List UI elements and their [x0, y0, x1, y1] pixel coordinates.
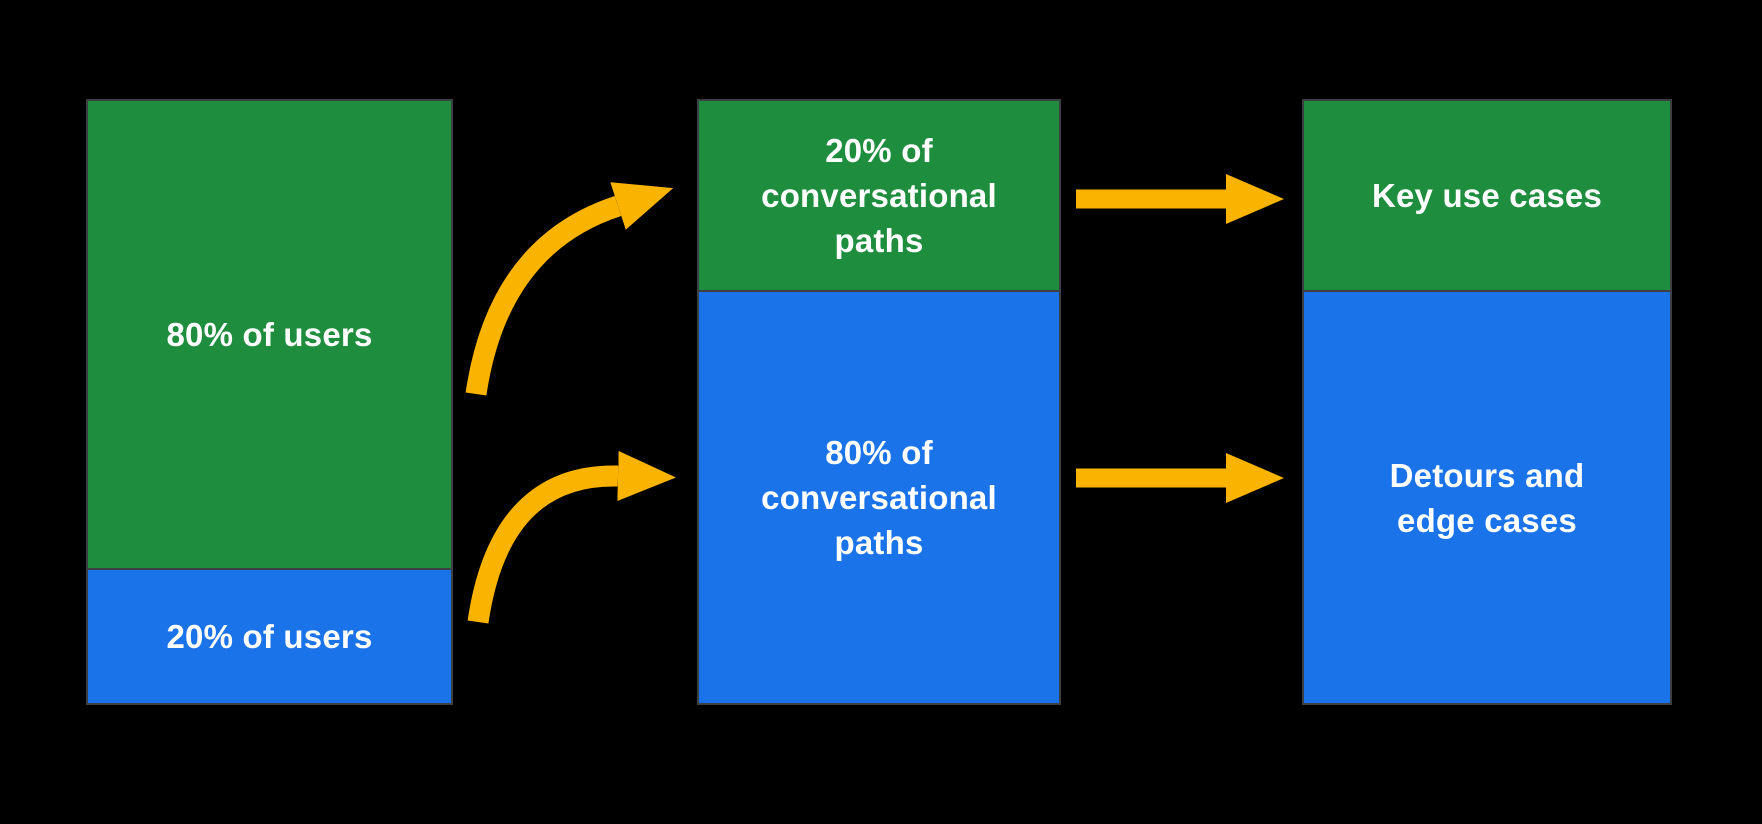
segment-label: 20% of users	[166, 618, 373, 655]
bar-outcomes: Key use cases Detours and edge cases	[1302, 99, 1672, 705]
bar-conversational-paths: 20% of conversational paths 80% of conve…	[697, 99, 1061, 705]
segment-label: 80% of users	[166, 316, 373, 353]
segment-detours-edge-cases: Detours and edge cases	[1304, 290, 1670, 703]
segment-users-majority: 80% of users	[88, 101, 451, 568]
segment-label: Detours and edge cases	[1389, 456, 1585, 539]
curved-arrow-bottom-icon	[467, 451, 676, 624]
segment-label: Key use cases	[1371, 177, 1603, 214]
segment-paths-minority: 20% of conversational paths	[699, 101, 1059, 290]
segment-label: 20% of conversational paths	[761, 132, 997, 259]
bar-users: 80% of users 20% of users	[86, 99, 453, 705]
curved-arrow-top-icon	[465, 182, 674, 396]
segment-users-minority: 20% of users	[88, 568, 451, 703]
segment-label: 80% of conversational paths	[761, 434, 997, 561]
segment-key-use-cases: Key use cases	[1304, 101, 1670, 290]
segment-paths-majority: 80% of conversational paths	[699, 290, 1059, 703]
